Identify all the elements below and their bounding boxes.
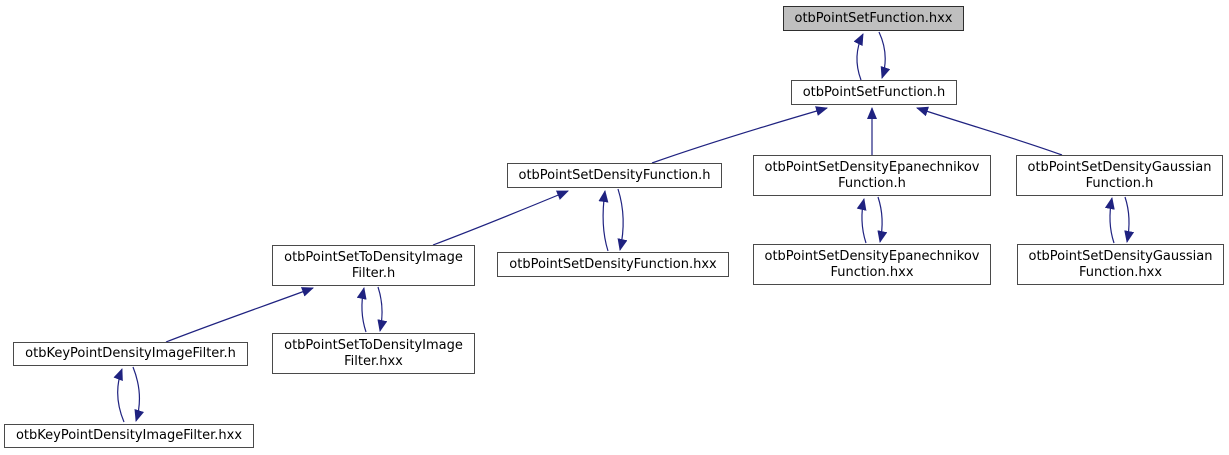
node-label: otbPointSetDensityFunction.hxx bbox=[509, 256, 717, 272]
node-otbKeyPointDensityImageFilter-hxx[interactable]: otbKeyPointDensityImageFilter.hxx bbox=[4, 424, 254, 448]
node-label: otbPointSetDensityEpanechnikov Function.… bbox=[764, 159, 980, 191]
node-label: otbPointSetToDensityImage Filter.hxx bbox=[284, 337, 463, 369]
node-otbPointSetDensityGaussianFunction-hxx[interactable]: otbPointSetDensityGaussian Function.hxx bbox=[1017, 244, 1224, 285]
node-otbPointSetDensityFunction-h[interactable]: otbPointSetDensityFunction.h bbox=[507, 163, 722, 188]
edge-todensityimagefilter-h-to-hxx bbox=[377, 286, 388, 332]
node-label: otbPointSetFunction.hxx bbox=[794, 10, 953, 26]
edge-gaussianfunction-hxx-to-h bbox=[1104, 197, 1115, 244]
edge-todensityimagefilter-hxx-to-h bbox=[356, 287, 367, 333]
node-otbPointSetToDensityImageFilter-h[interactable]: otbPointSetToDensityImage Filter.h bbox=[272, 245, 475, 286]
node-otbKeyPointDensityImageFilter-h[interactable]: otbKeyPointDensityImageFilter.h bbox=[13, 342, 248, 366]
node-otbPointSetFunction-hxx: otbPointSetFunction.hxx bbox=[783, 6, 964, 31]
node-label: otbKeyPointDensityImageFilter.hxx bbox=[15, 428, 243, 443]
edge-keypointdensityimagefilter-hxx-to-h bbox=[113, 368, 125, 423]
node-label: otbPointSetDensityFunction.h bbox=[518, 167, 711, 183]
node-otbPointSetDensityEpanechnikovFunction-h[interactable]: otbPointSetDensityEpanechnikov Function.… bbox=[753, 155, 991, 196]
node-otbPointSetToDensityImageFilter-hxx[interactable]: otbPointSetToDensityImage Filter.hxx bbox=[272, 333, 475, 374]
edge-todensityimagefilter-h-to-pointsetdensityfunction-h bbox=[432, 190, 569, 246]
edge-keypointdensityimagefilter-h-to-todensityimagefilter-h bbox=[165, 287, 314, 343]
node-label: otbPointSetFunction.h bbox=[802, 84, 946, 100]
node-otbPointSetDensityEpanechnikovFunction-hxx[interactable]: otbPointSetDensityEpanechnikov Function.… bbox=[753, 244, 991, 285]
node-otbPointSetDensityGaussianFunction-h[interactable]: otbPointSetDensityGaussian Function.h bbox=[1016, 155, 1223, 196]
edge-keypointdensityimagefilter-h-to-hxx bbox=[132, 366, 145, 422]
node-otbPointSetFunction-h[interactable]: otbPointSetFunction.h bbox=[791, 80, 957, 105]
edge-gaussianfunction-h-to-hxx bbox=[1124, 196, 1135, 243]
node-label: otbPointSetToDensityImage Filter.h bbox=[284, 249, 463, 281]
edge-epanechnikovfunction-hxx-to-h bbox=[856, 198, 867, 244]
edge-pointsetfunction-hxx-to-pointsetfunction-h bbox=[878, 31, 891, 79]
edge-pointsetdensityfunction-h-to-hxx bbox=[617, 188, 628, 251]
edge-gaussianfunction-h-to-pointsetfunction-h bbox=[916, 106, 1063, 156]
node-label: otbKeyPointDensityImageFilter.h bbox=[25, 346, 236, 361]
edge-epanechnikovfunction-h-to-hxx bbox=[877, 196, 888, 243]
node-label: otbPointSetDensityGaussian Function.h bbox=[1027, 159, 1212, 191]
edge-pointsetfunction-h-to-pointsetfunction-hxx bbox=[853, 33, 864, 81]
node-otbPointSetDensityFunction-hxx[interactable]: otbPointSetDensityFunction.hxx bbox=[497, 252, 729, 277]
node-label: otbPointSetDensityEpanechnikov Function.… bbox=[764, 248, 980, 280]
node-label: otbPointSetDensityGaussian Function.hxx bbox=[1028, 248, 1213, 280]
edge-pointsetdensityfunction-hxx-to-h bbox=[598, 190, 609, 252]
edge-pointsetdensityfunction-h-to-pointsetfunction-h bbox=[651, 106, 828, 164]
